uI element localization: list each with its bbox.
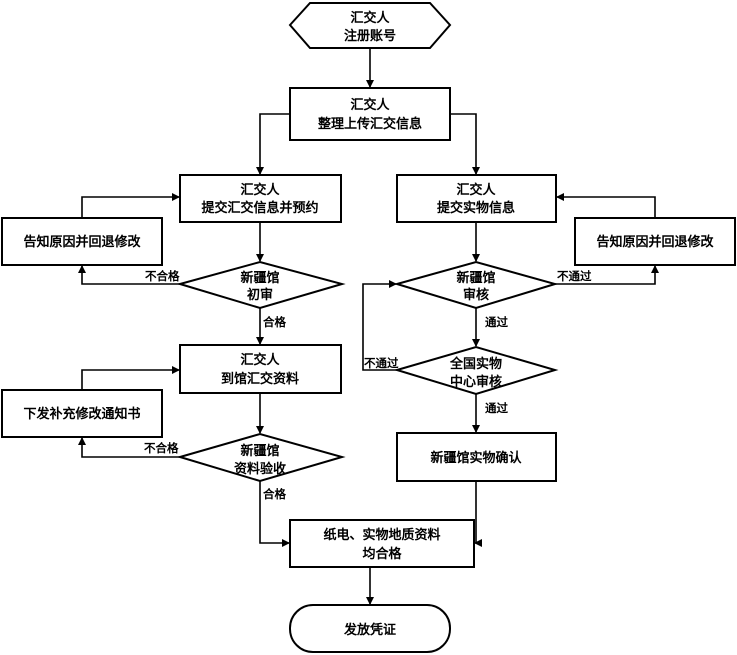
node-initial-review: 新疆馆 初审 bbox=[176, 260, 346, 310]
node-text: 汇交人 bbox=[350, 97, 390, 113]
node-text: 汇交人 bbox=[240, 182, 280, 198]
node-text: 均合格 bbox=[362, 546, 402, 562]
node-xj-review: 新疆馆 审核 bbox=[393, 260, 559, 310]
arrow-fail-to-notify bbox=[78, 265, 180, 285]
node-text: 提交汇交信息并预约 bbox=[201, 200, 318, 216]
node-text: 中心审核 bbox=[450, 374, 502, 390]
arrow-supplement-to-deliver bbox=[81, 366, 180, 390]
node-text: 审核 bbox=[463, 287, 489, 303]
node-text: 新疆馆 bbox=[240, 443, 279, 459]
node-text: 纸电、实物地质资料 bbox=[323, 527, 440, 543]
arrow-acceptance-to-qualified bbox=[259, 481, 290, 547]
node-text: 汇交人 bbox=[350, 10, 390, 26]
node-national-review: 全国实物 中心审核 bbox=[393, 345, 559, 396]
node-text: 告知原因并回退修改 bbox=[596, 234, 714, 250]
node-certificate: 发放凭证 bbox=[289, 604, 451, 653]
connectors bbox=[78, 48, 659, 605]
arrow-reject-to-notify bbox=[555, 265, 659, 285]
node-all-qualified: 纸电、实物地质资料 均合格 bbox=[289, 519, 475, 568]
node-text: 整理上传汇交信息 bbox=[317, 116, 422, 132]
node-text: 告知原因并回退修改 bbox=[23, 234, 141, 250]
edge-label-reject: 不通过 bbox=[364, 356, 399, 370]
node-register: 汇交人 注册账号 bbox=[288, 2, 452, 49]
edge-label-fail: 不合格 bbox=[145, 269, 180, 283]
node-submit-info: 汇交人 提交汇交信息并预约 bbox=[179, 174, 342, 223]
node-text: 全国实物 bbox=[449, 356, 502, 372]
node-upload: 汇交人 整理上传汇交信息 bbox=[289, 87, 451, 141]
node-physical-confirm: 新疆馆实物确认 bbox=[396, 432, 557, 482]
node-notify-left: 告知原因并回退修改 bbox=[1, 217, 163, 266]
arrow-upload-to-submit-physical bbox=[450, 113, 480, 175]
node-acceptance: 新疆馆 资料验收 bbox=[176, 432, 346, 483]
node-text: 到馆汇交资料 bbox=[221, 371, 299, 387]
node-text: 初审 bbox=[247, 287, 273, 303]
edge-label-pass: 合格 bbox=[263, 315, 286, 329]
arrow-notify-to-submit bbox=[81, 193, 180, 218]
node-text: 提交实物信息 bbox=[437, 200, 515, 216]
edge-label-pass: 合格 bbox=[263, 487, 286, 501]
node-submit-physical: 汇交人 提交实物信息 bbox=[396, 174, 557, 223]
node-deliver: 汇交人 到馆汇交资料 bbox=[179, 344, 342, 394]
node-text: 资料验收 bbox=[234, 461, 287, 477]
node-text: 注册账号 bbox=[344, 28, 396, 44]
arrow-upload-to-submit-info bbox=[256, 113, 290, 175]
arrow-notify-to-physical bbox=[556, 193, 656, 218]
node-text: 新疆馆实物确认 bbox=[430, 450, 522, 466]
node-supplement-notice: 下发补充修改通知书 bbox=[1, 389, 163, 438]
node-text: 汇交人 bbox=[456, 182, 496, 198]
edge-label-fail: 不合格 bbox=[144, 441, 179, 455]
arrow-fail-to-supplement bbox=[78, 437, 180, 458]
node-text: 发放凭证 bbox=[343, 622, 396, 638]
edge-label-approve: 通过 bbox=[485, 315, 508, 329]
arrow-confirm-to-qualified bbox=[474, 481, 482, 547]
edge-label-reject: 不通过 bbox=[557, 269, 592, 283]
node-text: 新疆馆 bbox=[240, 270, 279, 286]
node-text: 汇交人 bbox=[240, 352, 280, 368]
arrow-national-reject bbox=[362, 280, 397, 371]
node-text: 新疆馆 bbox=[456, 270, 495, 286]
node-text: 下发补充修改通知书 bbox=[23, 406, 140, 422]
edge-label-approve: 通过 bbox=[485, 401, 508, 415]
node-notify-right: 告知原因并回退修改 bbox=[574, 217, 736, 266]
